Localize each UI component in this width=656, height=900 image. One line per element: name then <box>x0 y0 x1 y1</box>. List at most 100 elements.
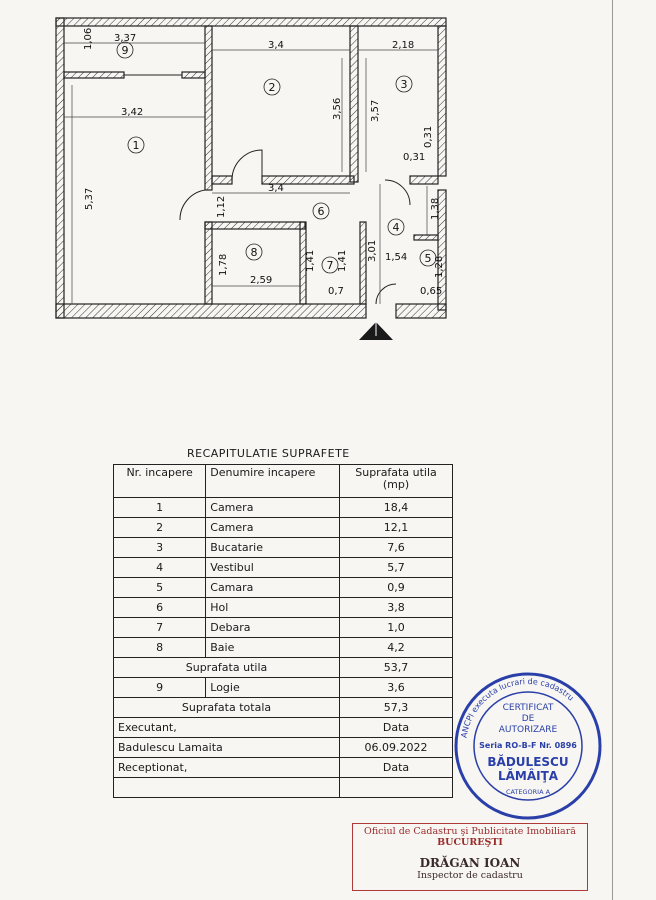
room-number-labels: 1 2 3 4 5 6 7 8 9 <box>122 44 432 272</box>
row-name: Baie <box>205 637 340 658</box>
entrance-marker <box>359 318 393 340</box>
executant-date: 06.09.2022 <box>338 737 454 758</box>
room-number: 7 <box>327 259 334 272</box>
blank-cell <box>338 777 454 798</box>
table-row: 2 Camera 12,1 <box>112 517 454 538</box>
row-area: 5,7 <box>338 557 454 578</box>
row-nr: 8 <box>112 637 207 658</box>
header-suprafata: Suprafata utila (mp) <box>338 464 454 498</box>
authorization-stamp: ANCPI executa lucrari de cadastru CERTIF… <box>454 672 602 820</box>
blank-row <box>113 777 454 798</box>
dim-label: 0,31 <box>403 152 425 163</box>
room-number: 1 <box>133 139 140 152</box>
dim-label: 3,4 <box>268 40 284 51</box>
dim-label: 1,06 <box>83 28 94 50</box>
receptionat-date-label: Data <box>338 757 454 778</box>
row-nr: 6 <box>112 597 207 618</box>
row-name: Hol <box>205 597 340 618</box>
receptionat-row: Receptionat, Data <box>113 757 454 778</box>
table-row: 9 Logie 3,6 <box>112 677 454 698</box>
row-nr: 7 <box>112 617 207 638</box>
table-header-row: Nr. incapere Denumire incapere Suprafata… <box>112 464 454 498</box>
executant-date-label: Data <box>338 717 454 738</box>
room-number: 3 <box>401 78 408 91</box>
dim-label: 2,18 <box>392 40 414 51</box>
table-row: 4 Vestibul 5,7 <box>112 557 454 578</box>
total-value: 57,3 <box>338 697 454 718</box>
util-label: Suprafata utila <box>113 657 340 678</box>
dim-label: 0,7 <box>328 286 344 297</box>
walls <box>55 17 447 319</box>
room-number: 8 <box>251 246 258 259</box>
stamp-city: BUCUREŞTI <box>437 837 503 848</box>
row-area: 4,2 <box>338 637 454 658</box>
dim-label: 5,37 <box>84 188 95 210</box>
dim-label: 1,78 <box>218 254 229 276</box>
stamp-line: AUTORIZARE <box>499 725 558 735</box>
stamp-line: CERTIFICAT <box>503 703 554 713</box>
dim-label: 3,42 <box>121 107 143 118</box>
stamp-line: LĂMÂIŢA <box>498 768 559 783</box>
table-row: 3 Bucatarie 7,6 <box>112 537 454 558</box>
util-value: 53,7 <box>338 657 454 678</box>
blank-cell <box>113 777 340 798</box>
dim-label: 0,65 <box>420 286 442 297</box>
dim-label: 2,59 <box>250 275 272 286</box>
room-number: 2 <box>269 81 276 94</box>
row-nr: 5 <box>112 577 207 598</box>
dim-label: 3,57 <box>370 100 381 122</box>
dim-label: 3,37 <box>114 33 136 44</box>
row-nr: 2 <box>112 517 207 538</box>
executant-row: Executant, Data <box>113 717 454 738</box>
room-numbers <box>116 41 437 274</box>
row-name: Bucatarie <box>205 537 340 558</box>
table-row: 1 Camera 18,4 <box>112 497 454 518</box>
row-name: Camera <box>205 517 340 538</box>
executant-label: Executant, <box>113 717 340 738</box>
total-label: Suprafata totala <box>113 697 340 718</box>
stamp-line: Seria RO-B-F Nr. 0896 <box>479 741 577 750</box>
row-name: Vestibul <box>205 557 340 578</box>
row-name: Debara <box>205 617 340 638</box>
row-area: 7,6 <box>338 537 454 558</box>
dim-label: 1,41 <box>337 250 348 272</box>
table-row: 5 Camara 0,9 <box>112 577 454 598</box>
room-number: 4 <box>393 221 400 234</box>
executant-name: Badulescu Lamaita <box>113 737 340 758</box>
stamp-inspector-name: DRĂGAN IOAN <box>419 856 521 870</box>
row-nr: 4 <box>112 557 207 578</box>
dimension-lines <box>64 42 438 304</box>
page-margin-line <box>612 0 613 900</box>
header-denumire: Denumire incapere <box>205 464 340 498</box>
row-nr: 1 <box>112 497 207 518</box>
row-name: Camara <box>205 577 340 598</box>
executant-name-row: Badulescu Lamaita 06.09.2022 <box>113 737 454 758</box>
dim-label: 1,12 <box>216 196 227 218</box>
cadastre-stamp: Oficiul de Cadastru şi Publicitate Imobi… <box>352 823 588 891</box>
row-area: 1,0 <box>338 617 454 638</box>
door-arcs <box>124 74 411 305</box>
dim-label: 3,01 <box>367 240 378 262</box>
dim-label: 3,4 <box>268 183 284 194</box>
dim-label: 3,56 <box>332 98 343 120</box>
header-nr: Nr. incapere <box>112 464 207 498</box>
row-area: 3,8 <box>338 597 454 618</box>
table-row: 6 Hol 3,8 <box>112 597 454 618</box>
table-row: 7 Debara 1,0 <box>112 617 454 638</box>
room-number: 5 <box>425 252 432 265</box>
row-area: 3,6 <box>338 677 454 698</box>
dimension-labels: 3,37 1,06 3,4 2,18 3,42 3,56 3,57 0,31 0… <box>83 28 445 297</box>
stamp-line: DE <box>522 714 535 724</box>
room-number: 6 <box>318 205 325 218</box>
summary-table: Nr. incapere Denumire incapere Suprafata… <box>112 464 454 798</box>
row-nr: 9 <box>112 677 207 698</box>
stamp-line: CATEGORIA A <box>506 788 551 796</box>
floor-plan: 3,37 1,06 3,4 2,18 3,42 3,56 3,57 0,31 0… <box>55 17 447 340</box>
row-nr: 3 <box>112 537 207 558</box>
util-row: Suprafata utila 53,7 <box>113 657 454 678</box>
dim-label: 0,31 <box>423 126 434 148</box>
row-name: Camera <box>205 497 340 518</box>
dim-label: 1,41 <box>305 250 316 272</box>
table-row: 8 Baie 4,2 <box>112 637 454 658</box>
stamp-inspector-title: Inspector de cadastru <box>417 870 523 881</box>
